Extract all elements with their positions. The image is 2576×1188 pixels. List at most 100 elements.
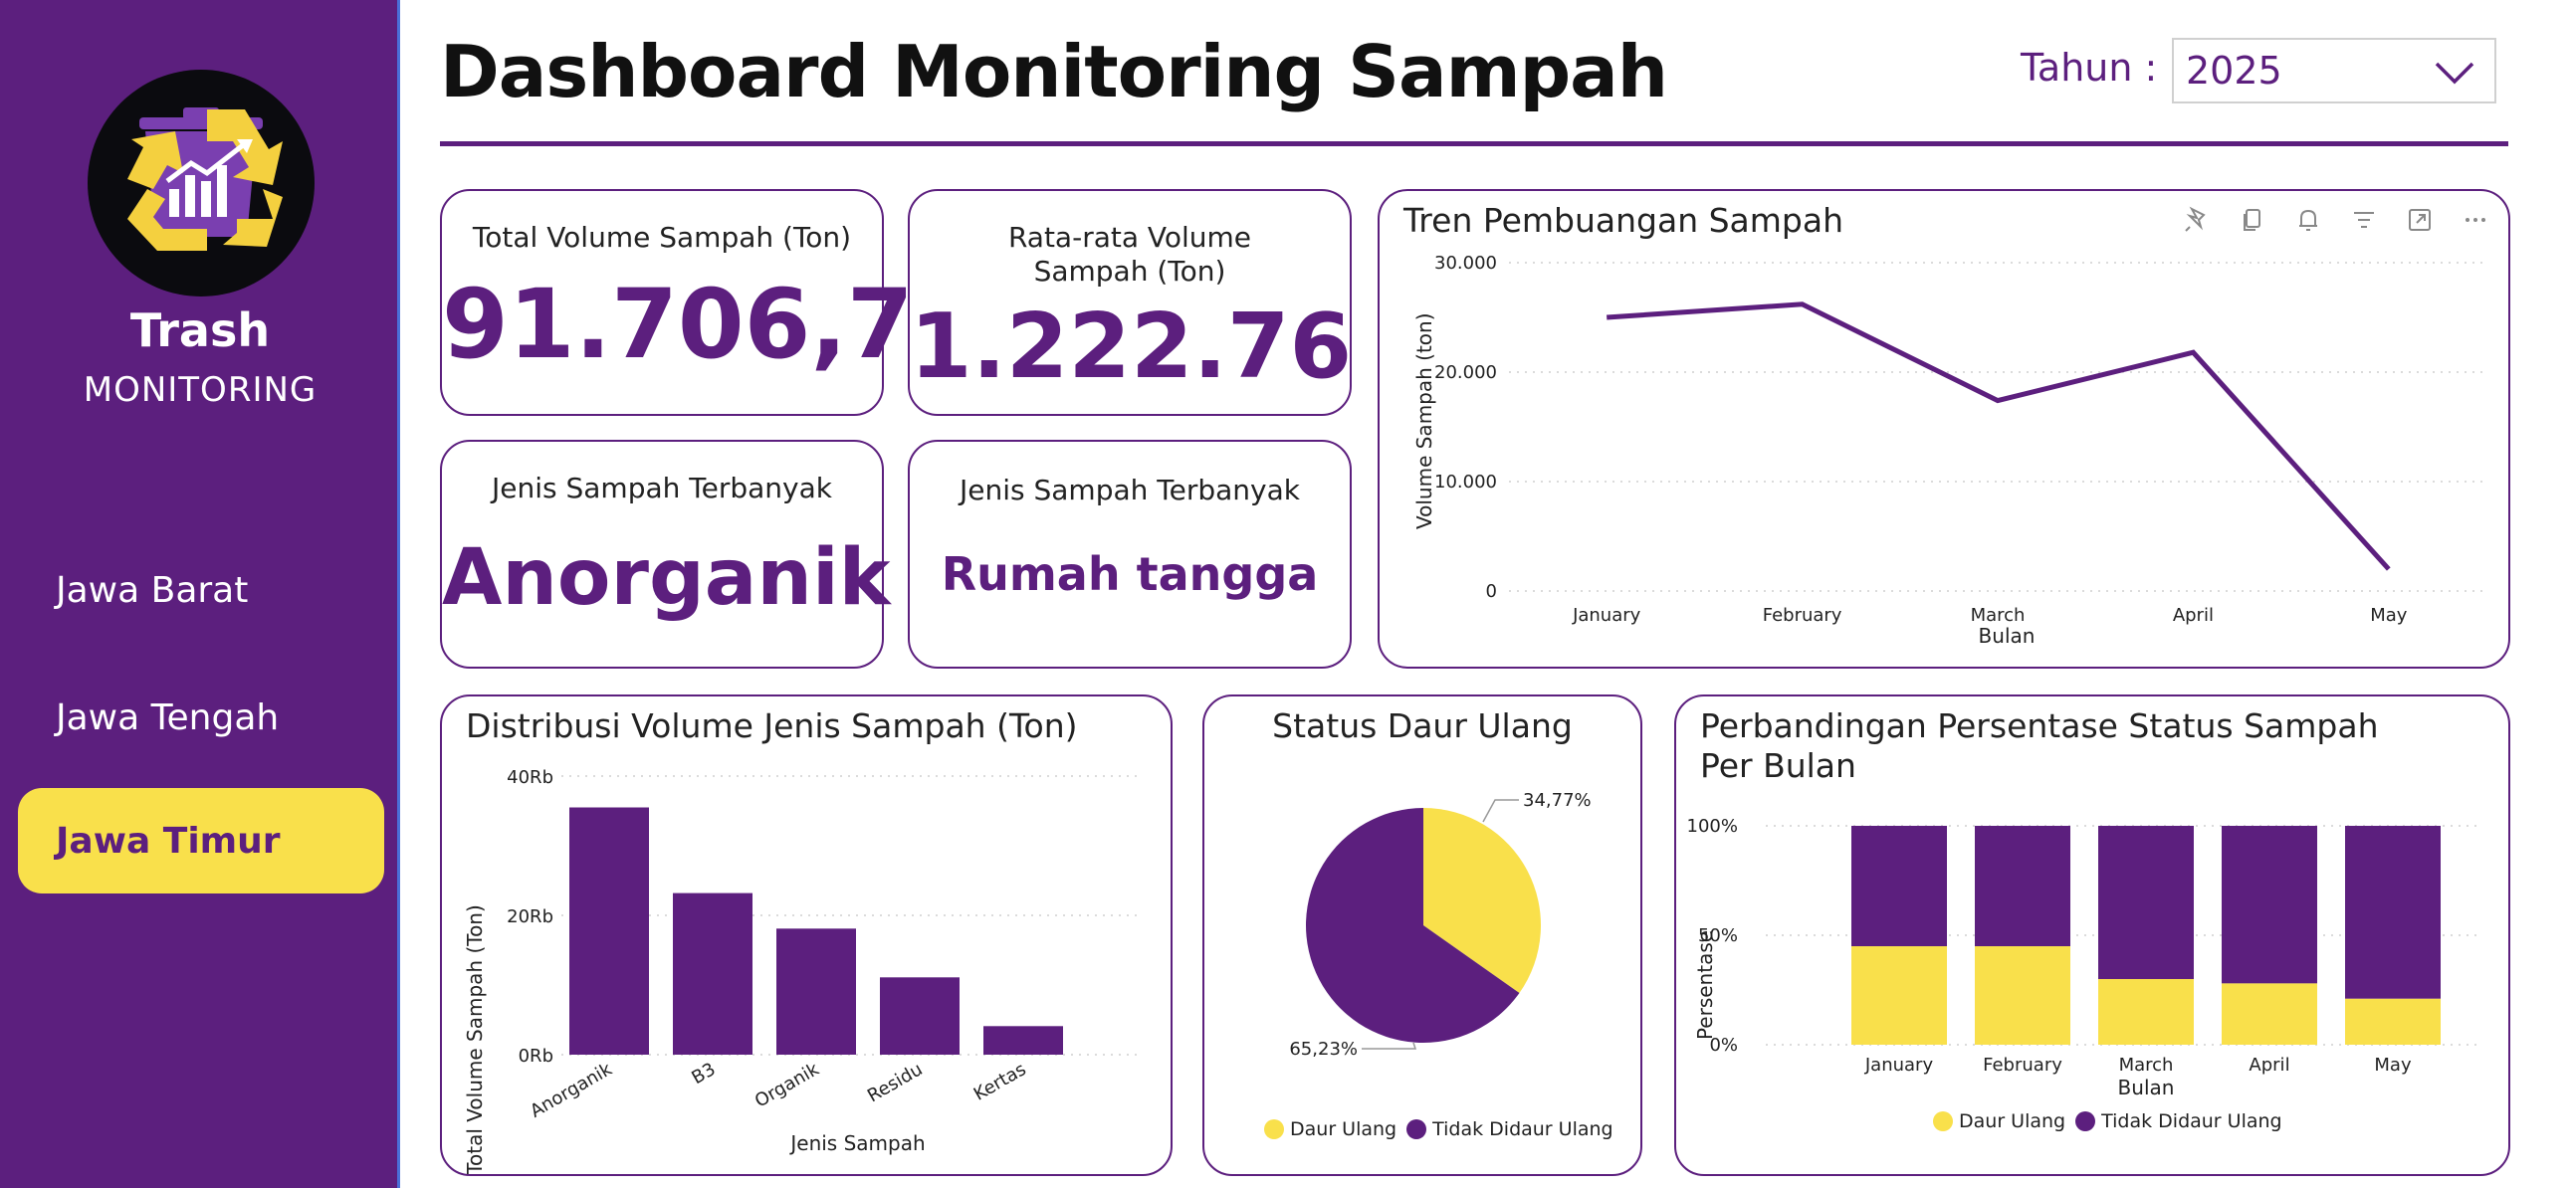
bar-segment-tidak-didaur-ulang [1851,826,1947,946]
x-tick-label: February [1763,605,1842,626]
line-series [1607,301,2391,571]
kpi-label: Jenis Sampah Terbanyak [960,474,1300,506]
legend-swatch [1933,1111,1953,1131]
slice-data-label: 34,77% [1523,790,1592,811]
bar-segment-tidak-didaur-ulang [1975,826,2070,946]
bar [673,892,752,1055]
brand-title: Trash [129,303,271,357]
brand-subtitle: MONITORING [83,370,318,410]
x-tick-label: May [2374,1055,2412,1076]
bar [569,807,649,1055]
bar [880,977,960,1055]
filter-icon[interactable] [2349,205,2379,235]
kpi-card-total-volume: Total Volume Sampah (Ton) 91.706,76 [440,189,980,416]
line-chart-card[interactable]: Tren Pembuangan Sampah Volume Sampah (to… [1378,189,2510,669]
x-tick-label: Residu [864,1059,926,1106]
bar-segment-daur-ulang [2222,983,2317,1045]
x-tick-label: Organik [751,1059,823,1112]
y-axis-title: Volume Sampah (ton) [1412,312,1436,529]
kpi-value: 91.706,76 [442,269,980,380]
nav-item-jawa-tengah[interactable]: Jawa Tengah [18,665,384,770]
pie-slice [1423,808,1541,993]
y-tick-label: 100% [1687,816,1738,837]
x-tick-label: B3 [688,1059,719,1089]
slice-data-label: 65,23% [1289,1039,1358,1060]
pie-legend: Daur Ulang Tidak Didaur Ulang [1264,1118,1613,1140]
nav-item-jawa-timur[interactable]: Jawa Timur [18,788,384,893]
y-tick-label: 0 [1486,581,1497,602]
x-tick-label: May [2370,605,2408,626]
kpi-card-top-source: Jenis Sampah Terbanyak Rumah tangga [908,440,1352,669]
y-tick-label: 0% [1709,1035,1738,1056]
x-tick-label: Kertas [970,1059,1030,1105]
year-filter-label: Tahun : [2021,46,2158,90]
pie-chart-card[interactable]: Status Daur Ulang 34,77%65,23% Daur Ulan… [1202,694,1642,1176]
kpi-card-top-type: Jenis Sampah Terbanyak Anorganik [440,440,891,669]
y-tick-label: 10.000 [1434,472,1497,493]
bar-chart-card[interactable]: Distribusi Volume Jenis Sampah (Ton) Tot… [440,694,1173,1176]
y-axis-title: Total Volume Sampah (Ton) [463,904,487,1174]
bar-segment-daur-ulang [2098,979,2194,1045]
nav-item-jawa-barat[interactable]: Jawa Barat [18,537,384,643]
chart-title: Tren Pembuangan Sampah [1403,201,1844,240]
more-options-icon[interactable] [2461,205,2490,235]
trash-logo [88,70,315,297]
legend-swatch [1406,1119,1427,1139]
legend-item[interactable]: Daur Ulang [1264,1118,1396,1140]
sidebar: Trash MONITORING Jawa Barat Jawa Tengah … [0,0,400,1188]
nav-item-label: Jawa Timur [56,820,281,862]
legend-item[interactable]: Tidak Didaur Ulang [1406,1118,1613,1140]
page-title: Dashboard Monitoring Sampah [440,30,1668,113]
legend-item[interactable]: Daur Ulang [1933,1110,2065,1132]
focus-mode-icon[interactable] [2405,205,2435,235]
pin-icon[interactable] [2182,205,2212,235]
nav-item-label: Jawa Barat [56,569,249,611]
y-tick-label: 20.000 [1434,362,1497,383]
pie-slice [1306,808,1520,1043]
year-dropdown-value: 2025 [2186,49,2282,93]
kpi-label: Jenis Sampah Terbanyak [492,472,832,504]
x-tick-label: April [2249,1055,2289,1076]
y-tick-label: 40Rb [507,767,553,788]
kpi-label: Total Volume Sampah (Ton) [472,221,852,254]
legend-swatch [2075,1111,2096,1131]
x-tick-label: March [1971,605,2026,626]
bar-segment-daur-ulang [2345,998,2441,1045]
x-tick-label: March [2119,1055,2174,1076]
bar-chart: Total Volume Sampah (Ton) Jenis Sampah 0… [463,767,1139,1174]
legend-label: Tidak Didaur Ulang [1432,1118,1613,1140]
x-tick-label: Anorganik [527,1059,616,1122]
year-dropdown[interactable]: 2025 [2172,38,2496,103]
bar [983,1026,1063,1055]
pie-chart: 34,77% 65,23% [1289,790,1592,1060]
stacked-legend: Daur Ulang Tidak Didaur Ulang [1933,1110,2282,1132]
stacked-bar-chart-card[interactable]: Perbandingan Persentase Status Sampah Pe… [1674,694,2510,1176]
leader-line [1482,799,1519,823]
line-chart: Volume Sampah (ton) Bulan 010.00020.0003… [1412,253,2486,648]
x-tick-label: February [1983,1055,2062,1076]
copy-icon[interactable] [2238,205,2267,235]
kpi-value: Anorganik [442,533,891,623]
legend-item[interactable]: Tidak Didaur Ulang [2075,1110,2282,1132]
y-tick-label: 50% [1698,925,1738,946]
x-axis-title: Jenis Sampah [788,1131,925,1155]
chart-title: Distribusi Volume Jenis Sampah (Ton) [466,706,1078,745]
bar [776,928,856,1055]
bar-segment-tidak-didaur-ulang [2098,826,2194,979]
bar-segment-daur-ulang [1851,946,1947,1045]
y-tick-label: 30.000 [1434,253,1497,274]
kpi-value: 1.222.76 [910,295,1353,399]
bar-segment-daur-ulang [1975,946,2070,1045]
x-tick-label: January [1572,605,1641,626]
bell-icon[interactable] [2293,205,2323,235]
header-divider [440,141,2508,146]
chevron-down-icon [2435,62,2474,85]
legend-label: Daur Ulang [1290,1118,1397,1140]
bar-segment-tidak-didaur-ulang [2222,826,2317,984]
nav-item-label: Jawa Tengah [56,696,280,738]
x-tick-label: January [1864,1055,1934,1076]
legend-swatch [1264,1119,1284,1139]
visual-toolbar [2182,205,2490,235]
chart-title: Perbandingan Persentase Status Sampah Pe… [1700,706,2379,785]
y-tick-label: 0Rb [519,1046,553,1067]
